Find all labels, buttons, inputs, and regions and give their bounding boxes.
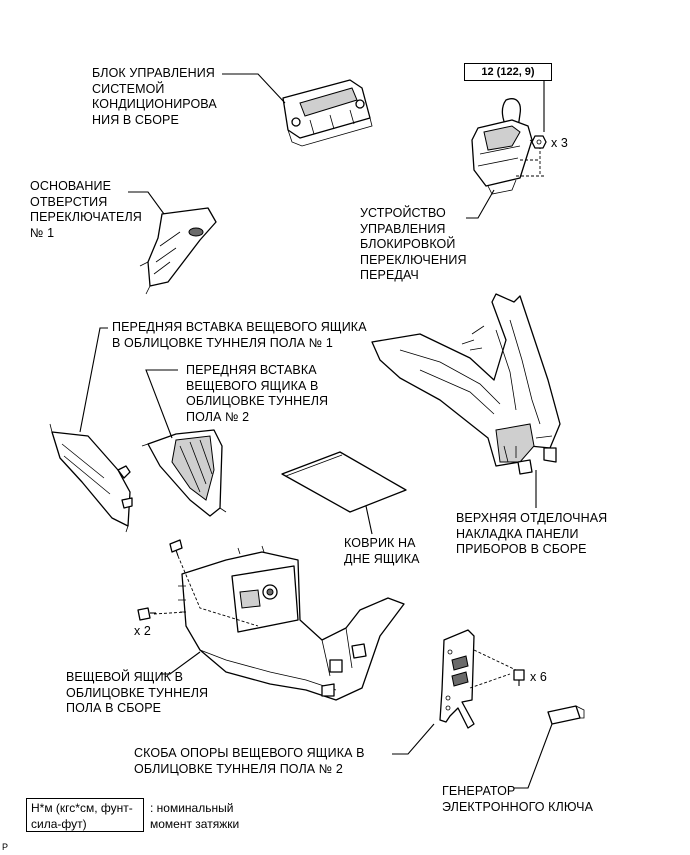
screw-icon xyxy=(513,669,525,686)
bracket-2-label: СКОБА ОПОРЫ ВЕЩЕВОГО ЯЩИКА В ОБЛИЦОВКЕ Т… xyxy=(134,746,365,776)
front-insert-1 xyxy=(49,423,133,533)
box-mat xyxy=(281,451,407,513)
bolt-icon xyxy=(169,539,183,557)
torque-spec: 12 (122, 9) xyxy=(464,63,552,81)
nut-icon xyxy=(531,135,547,149)
shift-lock-label: УСТРОЙСТВО УПРАВЛЕНИЯ БЛОКИРОВКОЙ ПЕРЕКЛ… xyxy=(360,206,467,282)
front-insert-1-label: ПЕРЕДНЯЯ ВСТАВКА ВЕЩЕВОГО ЯЩИКА В ОБЛИЦО… xyxy=(112,320,367,350)
upper-panel-finish xyxy=(371,293,561,475)
console-box-label: ВЕЩЕВОЙ ЯЩИК В ОБЛИЦОВКЕ ТУННЕЛЯ ПОЛА В … xyxy=(66,670,209,715)
mat-label: КОВРИК НА ДНЕ ЯЩИКА xyxy=(344,536,420,566)
switch-hole-base xyxy=(139,207,217,295)
upper-panel-label: ВЕРХНЯЯ ОТДЕЛОЧНАЯ НАКЛАДКА ПАНЕЛИ ПРИБО… xyxy=(456,511,608,556)
ac-control-assembly xyxy=(282,79,373,147)
console-box-assembly xyxy=(153,545,405,701)
screw-quantity-2: x 2 xyxy=(134,624,151,638)
front-insert-2 xyxy=(141,429,227,517)
screw-quantity-6: x 6 xyxy=(530,670,547,684)
nut-quantity: x 3 xyxy=(551,136,568,150)
key-oscillator-label: ГЕНЕРАТОР ЭЛЕКТРОННОГО КЛЮЧА xyxy=(442,784,594,814)
ac-control-label: БЛОК УПРАВЛЕНИЯ СИСТЕМОЙ КОНДИЦИОНИРОВА … xyxy=(92,66,217,127)
key-oscillator xyxy=(547,705,585,725)
console-bracket-2 xyxy=(439,629,517,729)
legend-text: : номинальный момент затяжки xyxy=(150,801,240,831)
reference-mark: P xyxy=(2,842,9,852)
legend-box: Н*м (кгс*см, фунт- сила-фут) xyxy=(26,798,144,832)
switch-base-label: ОСНОВАНИЕ ОТВЕРСТИЯ ПЕРЕКЛЮЧАТЕЛЯ № 1 xyxy=(30,179,142,240)
front-insert-2-label: ПЕРЕДНЯЯ ВСТАВКА ВЕЩЕВОГО ЯЩИКА В ОБЛИЦО… xyxy=(186,363,329,424)
screw-icon xyxy=(137,607,156,621)
